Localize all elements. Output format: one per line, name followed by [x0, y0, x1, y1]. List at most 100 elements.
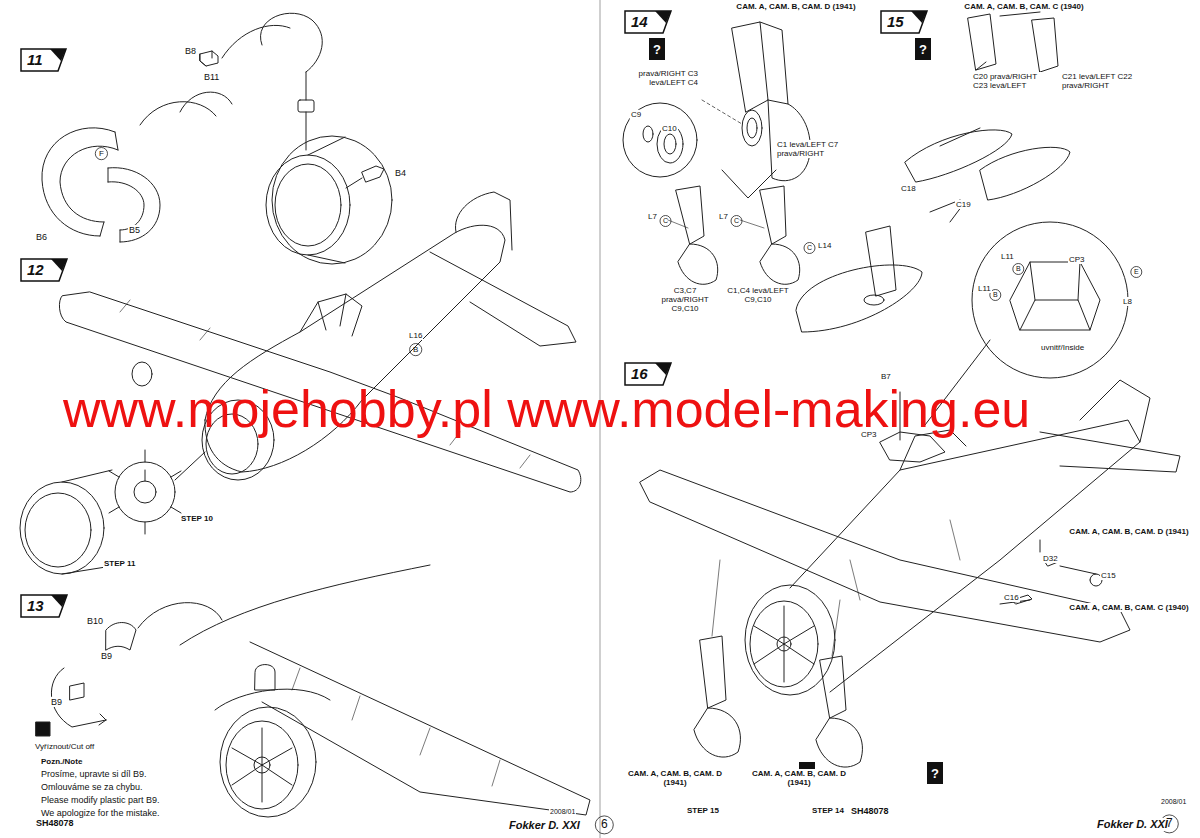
paint-code-circle — [1131, 267, 1142, 278]
step-16-drawing — [850, 520, 960, 600]
step-13-drawing — [106, 623, 136, 651]
step-14-drawing — [643, 126, 653, 142]
step-11-drawing — [260, 13, 322, 72]
question-box: ? — [649, 38, 665, 60]
question-box: ? — [927, 762, 943, 784]
step-15-drawing — [864, 295, 884, 305]
question-mark: ? — [931, 766, 939, 781]
flag-wedge — [655, 363, 671, 375]
step-16-drawing — [754, 606, 814, 682]
step-14-drawing — [657, 125, 683, 163]
step-13-drawing — [70, 683, 84, 700]
part-label: B9 — [100, 651, 113, 661]
step-16-drawing — [816, 656, 862, 767]
step-11-drawing — [42, 13, 392, 264]
step-14-drawing — [760, 186, 800, 284]
step-11-drawing — [266, 155, 350, 255]
part-label: CAM. A, CAM. B, CAM. D (1941) — [735, 2, 857, 11]
step-11-drawing — [140, 102, 216, 125]
step-number: 16 — [631, 365, 648, 382]
paint-code-circle — [1013, 264, 1024, 275]
paint-code-circle — [804, 243, 815, 254]
step-15-drawing — [968, 14, 996, 70]
step-14-drawing — [722, 170, 776, 198]
step-16-drawing — [790, 420, 1140, 692]
kit-title: Fokker D. XXI — [1096, 818, 1169, 831]
step-11-drawing — [108, 168, 160, 242]
step-15-drawing — [1000, 12, 1040, 16]
part-label: B5 — [128, 225, 141, 235]
question-box: ? — [915, 38, 931, 60]
part-label: C15 — [1100, 571, 1117, 580]
flag-wedge — [655, 11, 671, 23]
part-label: L7 — [647, 212, 658, 221]
step-11-drawing — [306, 72, 307, 100]
step-11-drawing — [42, 128, 118, 236]
part-label: C21 levá/LEFT C22 pravá/RIGHT — [1061, 72, 1143, 90]
step-16-drawing — [640, 470, 1130, 642]
step-11-drawing — [308, 137, 345, 263]
part-label: B8 — [184, 46, 197, 56]
note-text: Please modify plastic part B9. — [40, 795, 161, 805]
note-text: Prosíme, upravte si díl B9. — [40, 769, 148, 779]
part-label: L7 — [718, 212, 729, 221]
part-label: B6 — [35, 232, 48, 242]
note-text: Vyříznout/Cut off — [34, 742, 95, 751]
flag-wedge — [51, 259, 67, 271]
step-13-drawing — [232, 728, 292, 802]
note-heading: Pozn./Note — [40, 757, 83, 766]
paint-code: F — [98, 149, 105, 158]
paint-code: B — [1015, 265, 1022, 273]
step-16-drawing — [694, 636, 740, 757]
part-label: CAM. A, CAM. B, CAM. C (1940) — [1066, 603, 1192, 612]
part-label: STEP 11 — [103, 559, 136, 568]
step-15-drawing — [980, 147, 1070, 200]
step-16-drawing — [777, 637, 791, 651]
paint-code-circle — [660, 216, 671, 227]
step-number-flag: 11 — [20, 48, 67, 72]
step-number: 12 — [27, 261, 44, 278]
step-11-drawing — [306, 112, 307, 150]
step-number-flag: 13 — [20, 594, 68, 618]
step-16-drawing — [1000, 540, 1096, 604]
note-text: We apologize for the mistake. — [40, 808, 160, 818]
step-13-drawing — [292, 668, 500, 786]
step-number-flag: 15 — [880, 10, 928, 34]
step-14-drawing — [702, 100, 742, 124]
paint-code-circle — [731, 216, 742, 227]
paint-code-circle — [95, 148, 107, 160]
flag-border — [21, 259, 67, 281]
part-label: L16 — [408, 331, 423, 340]
kit-title: Fokker D. XXI — [508, 819, 581, 832]
part-label: D32 — [1042, 554, 1059, 563]
step-14-drawing — [742, 110, 762, 146]
step-16-drawing — [640, 222, 1180, 767]
step-14-drawing — [623, 103, 697, 177]
step-12-drawing — [20, 482, 104, 574]
part-label: STEP 14 — [811, 806, 845, 815]
part-label: CP3 — [1068, 255, 1086, 264]
page-number: 6 — [600, 818, 609, 832]
flag-wedge — [911, 11, 927, 23]
step-number: 15 — [887, 13, 904, 30]
step-16-drawing — [972, 222, 1128, 378]
step-13-drawing — [255, 665, 275, 691]
step-12-drawing — [300, 294, 362, 336]
step-13-drawing — [36, 722, 50, 736]
step-number: 11 — [27, 51, 43, 68]
step-12-drawing — [134, 481, 156, 503]
flag-border — [625, 11, 671, 33]
part-label: C9 — [630, 110, 642, 119]
step-15-drawing — [796, 12, 1070, 332]
step-12-drawing — [175, 452, 205, 480]
step-13-drawing — [250, 642, 590, 815]
box-background — [915, 38, 931, 60]
date-code: 2008/01 — [1160, 798, 1187, 806]
step-15-drawing — [1032, 18, 1058, 72]
step-number: 14 — [631, 13, 648, 30]
step-15-drawing — [796, 265, 922, 332]
step-11-drawing — [346, 178, 362, 188]
paint-code-circle — [410, 344, 422, 356]
kit-number: SH48078 — [850, 806, 890, 816]
